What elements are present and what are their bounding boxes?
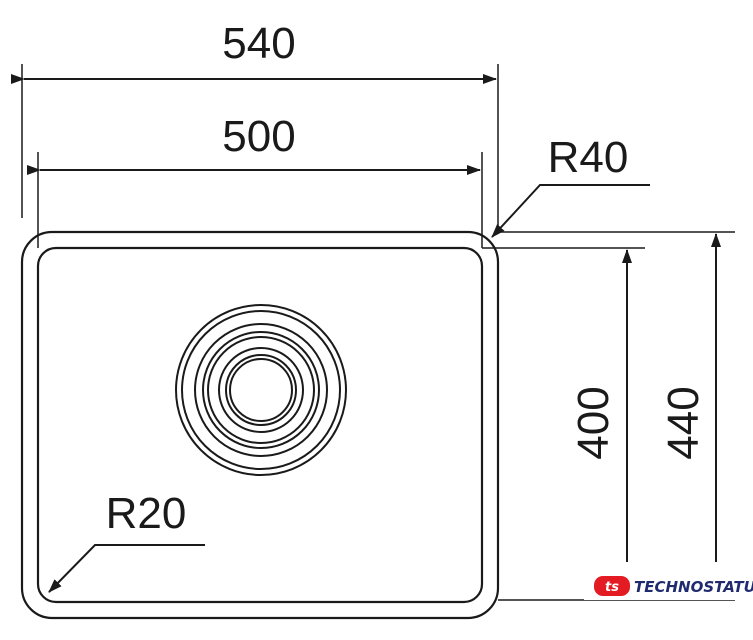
inner-radius-leader <box>48 544 205 593</box>
inner-radius-label: R20 <box>106 489 187 538</box>
outer-width-label: 540 <box>222 19 295 68</box>
technostatus-logo-icon: ts <box>594 576 630 596</box>
drain <box>175 304 347 476</box>
outer-height-label: 440 <box>659 386 708 459</box>
svg-text:ts: ts <box>605 580 619 595</box>
technostatus-watermark: ts TECHNOSTATUS <box>584 570 753 600</box>
watermark-brand: TECHNOSTATUS <box>634 578 753 596</box>
sink-inner-outline <box>36 246 484 604</box>
inner-width-label: 500 <box>222 112 295 161</box>
inner-height-label: 400 <box>569 386 618 459</box>
outer-radius-leader <box>491 184 650 238</box>
sink-outer-outline <box>20 230 500 620</box>
outer-radius-label: R40 <box>548 133 629 182</box>
